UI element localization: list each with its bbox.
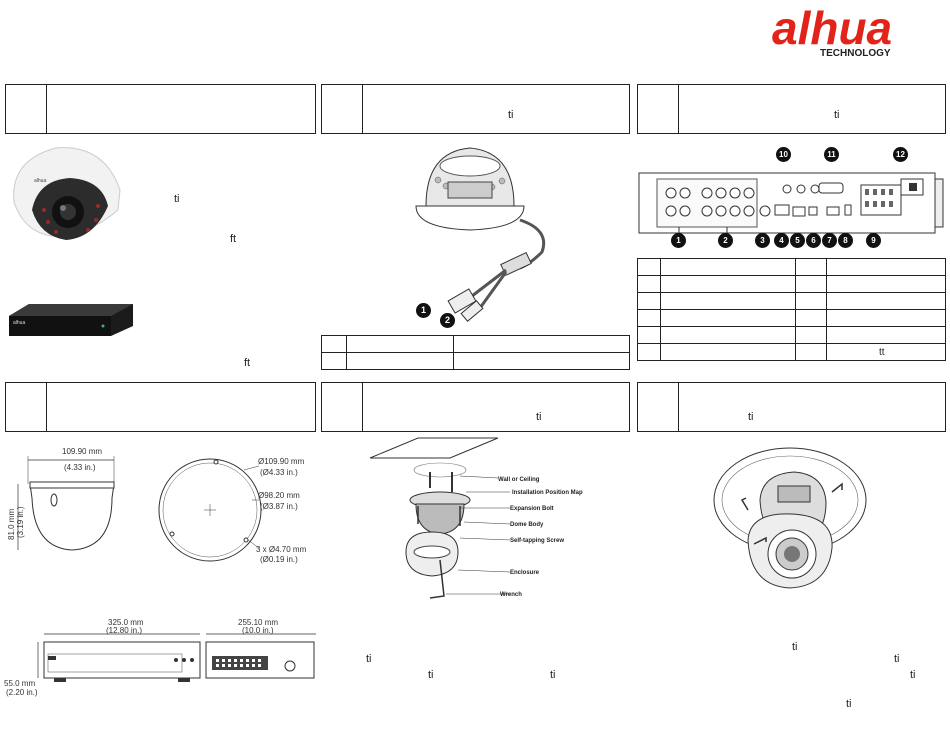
cable-callout-2: 2 xyxy=(440,313,455,328)
dim-camera-width: 109.90 mm xyxy=(62,448,102,456)
table-row xyxy=(637,275,946,293)
section-number-cell xyxy=(638,85,679,133)
section-header-6: ti xyxy=(637,382,946,432)
body-fragment: ti xyxy=(846,698,852,710)
nvr-desc-fragment: ft xyxy=(244,357,251,369)
dim-nvr-depth: 255.10 mm xyxy=(238,618,278,627)
install-label-position-map: Installation Position Map xyxy=(512,490,583,496)
body-fragment: ti xyxy=(792,641,798,653)
rear-panel-callout-6: 6 xyxy=(806,233,821,248)
camera-adjustment-diagram xyxy=(708,440,872,610)
body-fragment: ti xyxy=(910,669,916,681)
install-label-enclosure: Enclosure xyxy=(510,570,540,576)
dim-camera-width-in: (4.33 in.) xyxy=(64,463,96,472)
rear-panel-table: tt xyxy=(637,258,946,361)
cable-table xyxy=(321,335,630,370)
header-fragment: ti xyxy=(834,109,840,121)
section-header-5: ti xyxy=(321,382,630,432)
table-row xyxy=(637,258,946,276)
rear-panel-callout-3: 3 xyxy=(755,233,770,248)
section-header-1 xyxy=(5,84,316,134)
table-row xyxy=(321,335,630,353)
install-label-self-tapping-screw: Self-tapping Screw xyxy=(510,538,564,544)
camera-desc-fragment: ft xyxy=(230,233,237,245)
dim-diameter-outer: Ø109.90 mm xyxy=(258,457,305,466)
dim-nvr-height-in: (2.20 in.) xyxy=(6,688,38,697)
camera-desc-fragment: ti xyxy=(174,193,180,205)
dim-nvr-width: 325.0 mm xyxy=(108,618,144,627)
dim-camera-height: 81.0 mm xyxy=(7,509,16,540)
rear-panel-callout-4: 4 xyxy=(774,233,789,248)
body-fragment: ti xyxy=(894,653,900,665)
logo-graphic: alhua TECHNOLOGY xyxy=(772,2,892,59)
installation-diagram: Wall or Ceiling Installation Position Ma… xyxy=(360,436,600,604)
header-fragment: ti xyxy=(508,109,514,121)
rear-panel-callout-10: 10 xyxy=(776,147,791,162)
section-header-2: ti xyxy=(321,84,630,134)
section-number-cell xyxy=(6,383,47,431)
dim-diameter-mid-in: (Ø3.87 in.) xyxy=(260,502,298,511)
svg-text:alhua: alhua xyxy=(34,178,46,184)
table-row xyxy=(637,292,946,310)
rear-panel-callout-1: 1 xyxy=(671,233,686,248)
header-fragment: ti xyxy=(536,411,542,423)
nvr-dimension-drawing: 325.0 mm (12.80 in.) 255.10 mm (10.0 in.… xyxy=(4,618,320,702)
body-fragment: ti xyxy=(366,653,372,665)
dim-nvr-depth-in: (10.0 in.) xyxy=(242,626,274,635)
dim-diameter-mid: Ø98.20 mm xyxy=(258,491,300,500)
rear-panel-callout-8: 8 xyxy=(838,233,853,248)
table-cell-fragment: tt xyxy=(826,343,946,361)
cable-callout-1: 1 xyxy=(416,303,431,318)
rear-panel-callout-11: 11 xyxy=(824,147,839,162)
header-fragment: ti xyxy=(748,411,754,423)
dome-camera-photo: alhua xyxy=(8,140,126,250)
table-row: tt xyxy=(637,343,946,361)
nvr-photo: alhua xyxy=(7,296,135,340)
logo-text: alhua xyxy=(772,2,892,54)
table-row xyxy=(637,309,946,327)
rear-panel-callout-5: 5 xyxy=(790,233,805,248)
section-header-4 xyxy=(5,382,316,432)
brand-logo: alhua TECHNOLOGY xyxy=(772,2,942,59)
install-label-wall: Wall or Ceiling xyxy=(498,477,540,483)
install-label-expansion-bolt: Expansion Bolt xyxy=(510,506,554,512)
logo-tagline: TECHNOLOGY xyxy=(820,48,891,58)
svg-text:alhua: alhua xyxy=(13,320,25,326)
dim-nvr-width-in: (12.80 in.) xyxy=(106,626,142,635)
install-label-dome-body: Dome Body xyxy=(510,522,544,528)
dim-nvr-height: 55.0 mm xyxy=(4,679,35,688)
rear-panel-callout-7: 7 xyxy=(822,233,837,248)
table-row xyxy=(321,352,630,370)
section-number-cell xyxy=(322,383,363,431)
dim-holes-in: (Ø0.19 in.) xyxy=(260,555,298,564)
body-fragment: ti xyxy=(428,669,434,681)
dim-holes: 3 x Ø4.70 mm xyxy=(256,545,307,554)
table-row xyxy=(637,326,946,344)
rear-panel-callout-9: 9 xyxy=(866,233,881,248)
camera-dimension-drawing: 109.90 mm (4.33 in.) 81.0 mm (3.19 in.) … xyxy=(4,447,320,588)
section-number-cell xyxy=(322,85,363,133)
section-number-cell xyxy=(638,383,679,431)
rear-panel-callout-2: 2 xyxy=(718,233,733,248)
dim-camera-height-in: (3.19 in.) xyxy=(16,506,25,538)
rear-panel-callout-12: 12 xyxy=(893,147,908,162)
section-header-3: ti xyxy=(637,84,946,134)
section-number-cell xyxy=(6,85,47,133)
camera-cable-diagram: 1 2 xyxy=(410,136,590,332)
body-fragment: ti xyxy=(550,669,556,681)
dim-diameter-outer-in: (Ø4.33 in.) xyxy=(260,468,298,477)
install-label-wrench: Wrench xyxy=(500,592,522,598)
